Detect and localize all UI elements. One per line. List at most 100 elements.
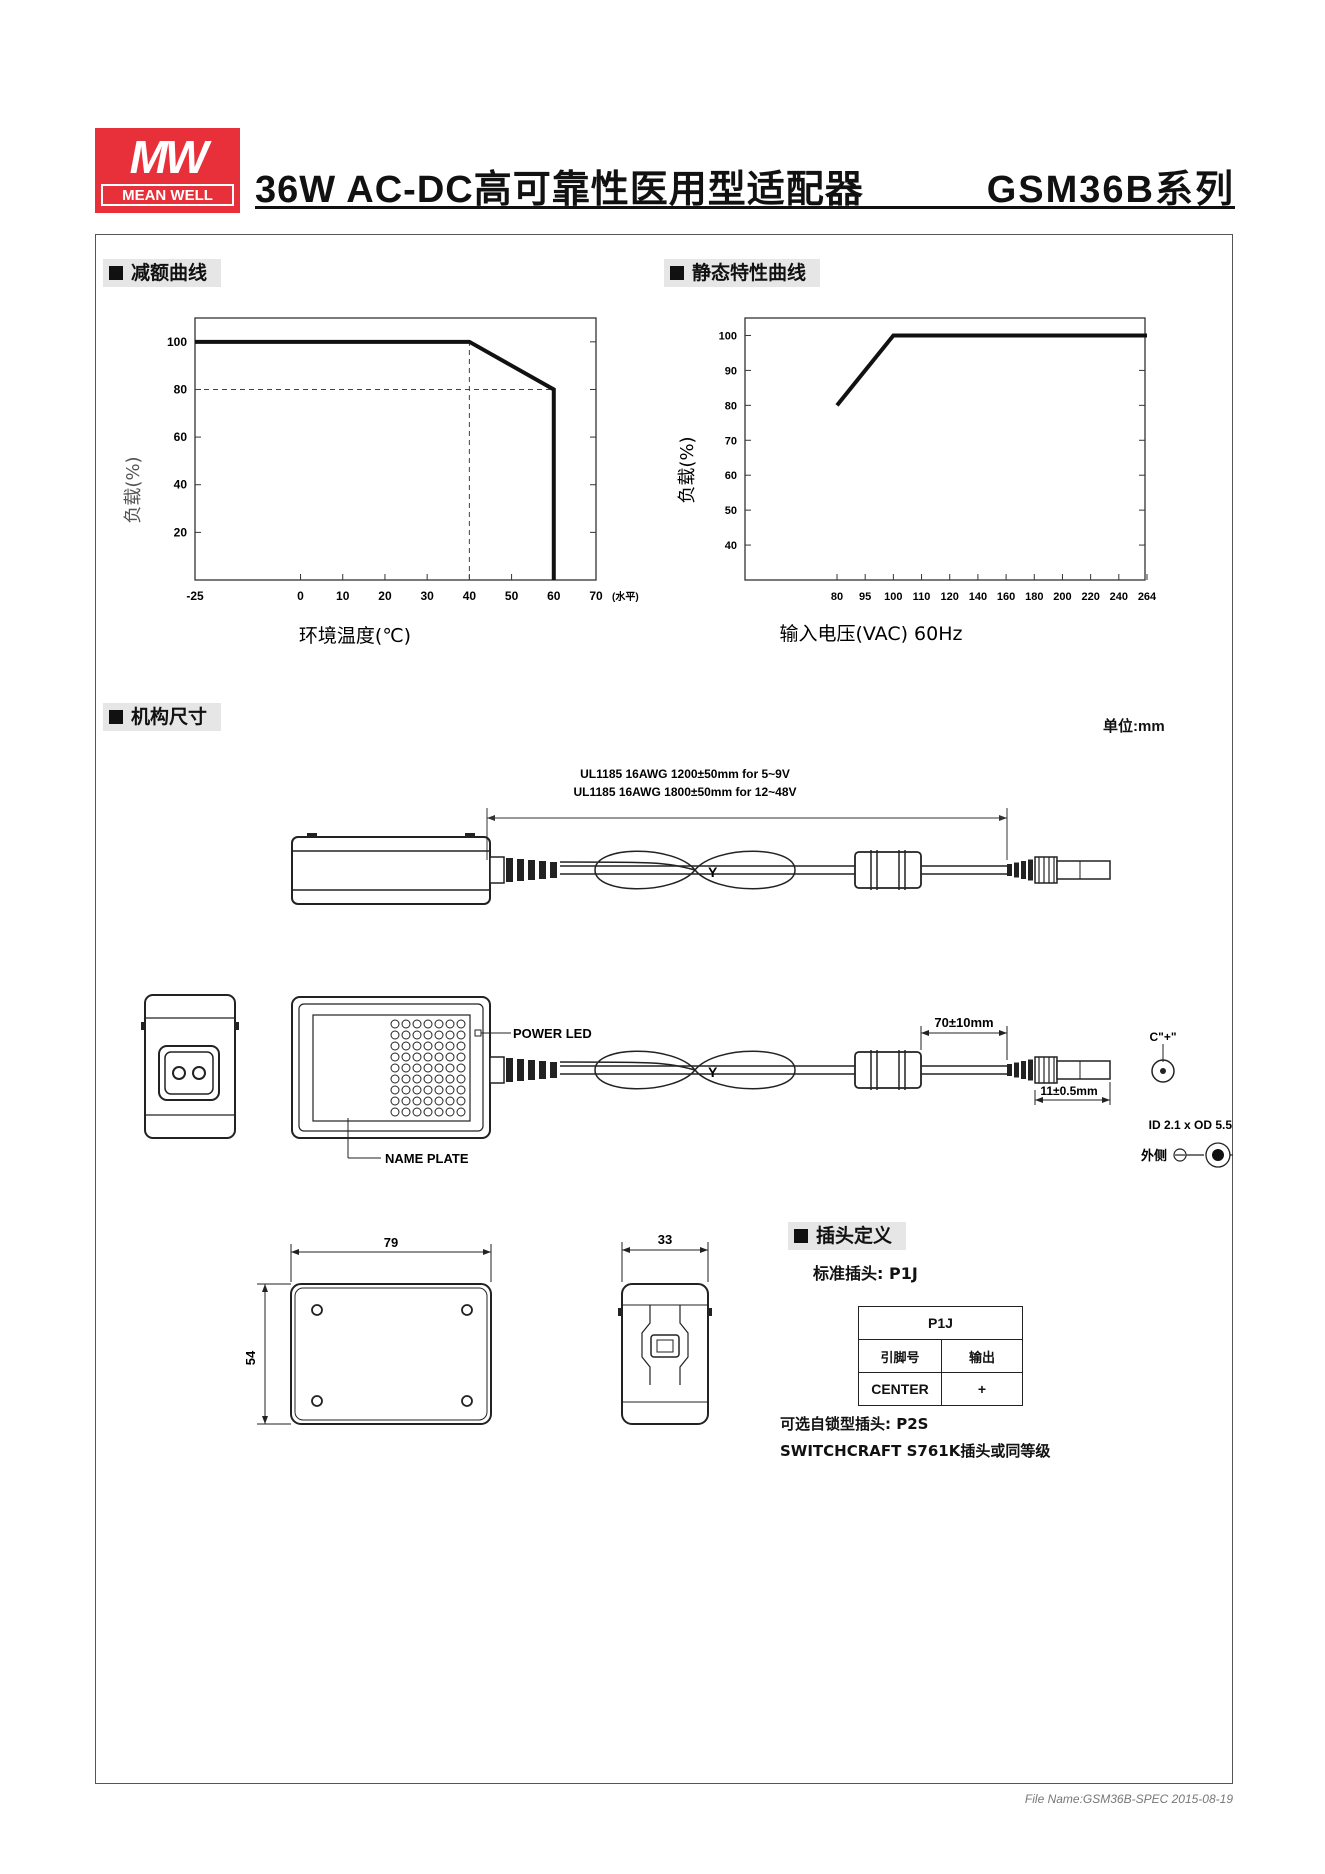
section-mechanical: 机构尺寸 [103, 703, 222, 731]
plug-polarity: C"+" [1149, 1030, 1176, 1044]
vent-hole [434, 1041, 444, 1051]
derating-y-title: 负载(%) [123, 456, 144, 523]
static-y-tick-label: 50 [725, 505, 737, 517]
vent-hole [390, 1052, 400, 1062]
vent-hole [390, 1041, 400, 1051]
plug-grip [1007, 864, 1012, 876]
plug-size: ID 2.1 x OD 5.5 [1149, 1118, 1233, 1132]
vent-hole [445, 1030, 455, 1040]
output-cell: + [941, 1372, 1023, 1406]
vent-hole [390, 1063, 400, 1073]
vent-hole [456, 1041, 466, 1051]
logo-text: MEAN WELL [101, 184, 234, 206]
switchcraft-plug: SWITCHCRAFT S761K插头或同等级 [780, 1442, 1051, 1460]
cable-spec-1: UL1185 16AWG 1200±50mm for 5~9V [580, 767, 790, 781]
vent-hole [390, 1096, 400, 1106]
polarity-symbol [1173, 1142, 1233, 1168]
vent-hole [401, 1052, 411, 1062]
vent-hole [456, 1074, 466, 1084]
vent-hole [412, 1030, 422, 1040]
pin-col-header: 引脚号 [858, 1339, 942, 1373]
adapter-dim-top-view: 79 54 [243, 1235, 492, 1425]
name-plate-label: NAME PLATE [385, 1151, 469, 1166]
cable-tie-label: Y [708, 864, 718, 880]
vent-hole [423, 1019, 433, 1029]
static-x-tick-label: 200 [1053, 591, 1071, 603]
vent-hole [434, 1085, 444, 1095]
vent-hole [412, 1085, 422, 1095]
section-plug: 插头定义 [788, 1222, 907, 1250]
bullet-icon [109, 710, 123, 724]
vent-hole [434, 1096, 444, 1106]
vent-hole [434, 1063, 444, 1073]
derating-x-tick-label: 70 [589, 589, 603, 603]
optional-plug: 可选自锁型插头: P2S [780, 1415, 929, 1433]
vent-hole [401, 1041, 411, 1051]
plug-grip [1028, 859, 1033, 881]
vent-hole [434, 1030, 444, 1040]
vent-hole [423, 1107, 433, 1117]
vent-hole [401, 1107, 411, 1117]
standard-plug: 标准插头: P1J [813, 1264, 918, 1283]
static-x-tick-label: 240 [1110, 591, 1128, 603]
file-name-footer: File Name:GSM36B-SPEC 2015-08-19 [1024, 1792, 1233, 1806]
derating-x-tick-label: 60 [547, 589, 561, 603]
vent-hole [401, 1096, 411, 1106]
vent-hole [434, 1107, 444, 1117]
vent-hole [456, 1107, 466, 1117]
static-plot-frame [744, 317, 1146, 581]
vent-hole [412, 1107, 422, 1117]
vent-hole [423, 1052, 433, 1062]
vent-hole [445, 1074, 455, 1084]
mean-well-logo: MW MEAN WELL [95, 128, 240, 213]
strain-relief-rib [517, 859, 524, 881]
derating-y-tick-label: 40 [174, 478, 188, 492]
static-x-tick-label: 110 [913, 591, 931, 603]
derating-y-tick-label: 80 [174, 382, 188, 396]
power-led-icon [474, 1029, 482, 1037]
plug-face-icon [1151, 1059, 1175, 1083]
dim-height: 54 [243, 1350, 258, 1365]
series-name: GSM36B系列 [986, 169, 1235, 211]
vent-hole [445, 1041, 455, 1051]
pin-table: P1J 引脚号 输出 CENTER + [858, 1306, 1023, 1406]
plug-barrel [1056, 860, 1111, 880]
strain-relief-rib [550, 1062, 557, 1078]
vent-hole [456, 1019, 466, 1029]
vent-hole [423, 1041, 433, 1051]
bullet-icon [670, 266, 684, 280]
plug-barrel [1056, 1060, 1111, 1080]
adapter-end-view [141, 994, 239, 1139]
page-title: 36W AC-DC高可靠性医用型适配器 [255, 169, 864, 211]
static-y-tick-label: 70 [725, 435, 737, 447]
derating-x-title: 环境温度(℃) [299, 625, 411, 647]
derating-x-tick-label: -25 [186, 589, 204, 603]
derating-x-unit: (水平) [612, 590, 639, 603]
strain-relief-rib [539, 861, 546, 879]
strain-relief [489, 856, 505, 884]
static-x-tick-label: 220 [1081, 591, 1099, 603]
vent-hole [445, 1107, 455, 1117]
vent-hole [412, 1074, 422, 1084]
section-static: 静态特性曲线 [664, 259, 821, 287]
section-derating: 减额曲线 [103, 259, 222, 287]
vent-hole [423, 1030, 433, 1040]
vent-hole [412, 1052, 422, 1062]
vent-hole [401, 1074, 411, 1084]
static-x-tick-label: 264 [1138, 591, 1157, 603]
vent-hole [412, 1096, 422, 1106]
strain-relief-rib [517, 1059, 524, 1081]
vent-hole [401, 1085, 411, 1095]
vent-hole [456, 1030, 466, 1040]
logo-mark: MW [129, 131, 209, 183]
static-x-tick-label: 120 [941, 591, 959, 603]
vent-hole [445, 1096, 455, 1106]
vent-hole [434, 1074, 444, 1084]
static-x-tick-label: 140 [969, 591, 987, 603]
output-col-header: 输出 [941, 1339, 1023, 1373]
strain-relief-rib [539, 1061, 546, 1079]
adapter-dim-end-view: 33 [618, 1232, 712, 1425]
static-x-tick-label: 80 [831, 591, 843, 603]
